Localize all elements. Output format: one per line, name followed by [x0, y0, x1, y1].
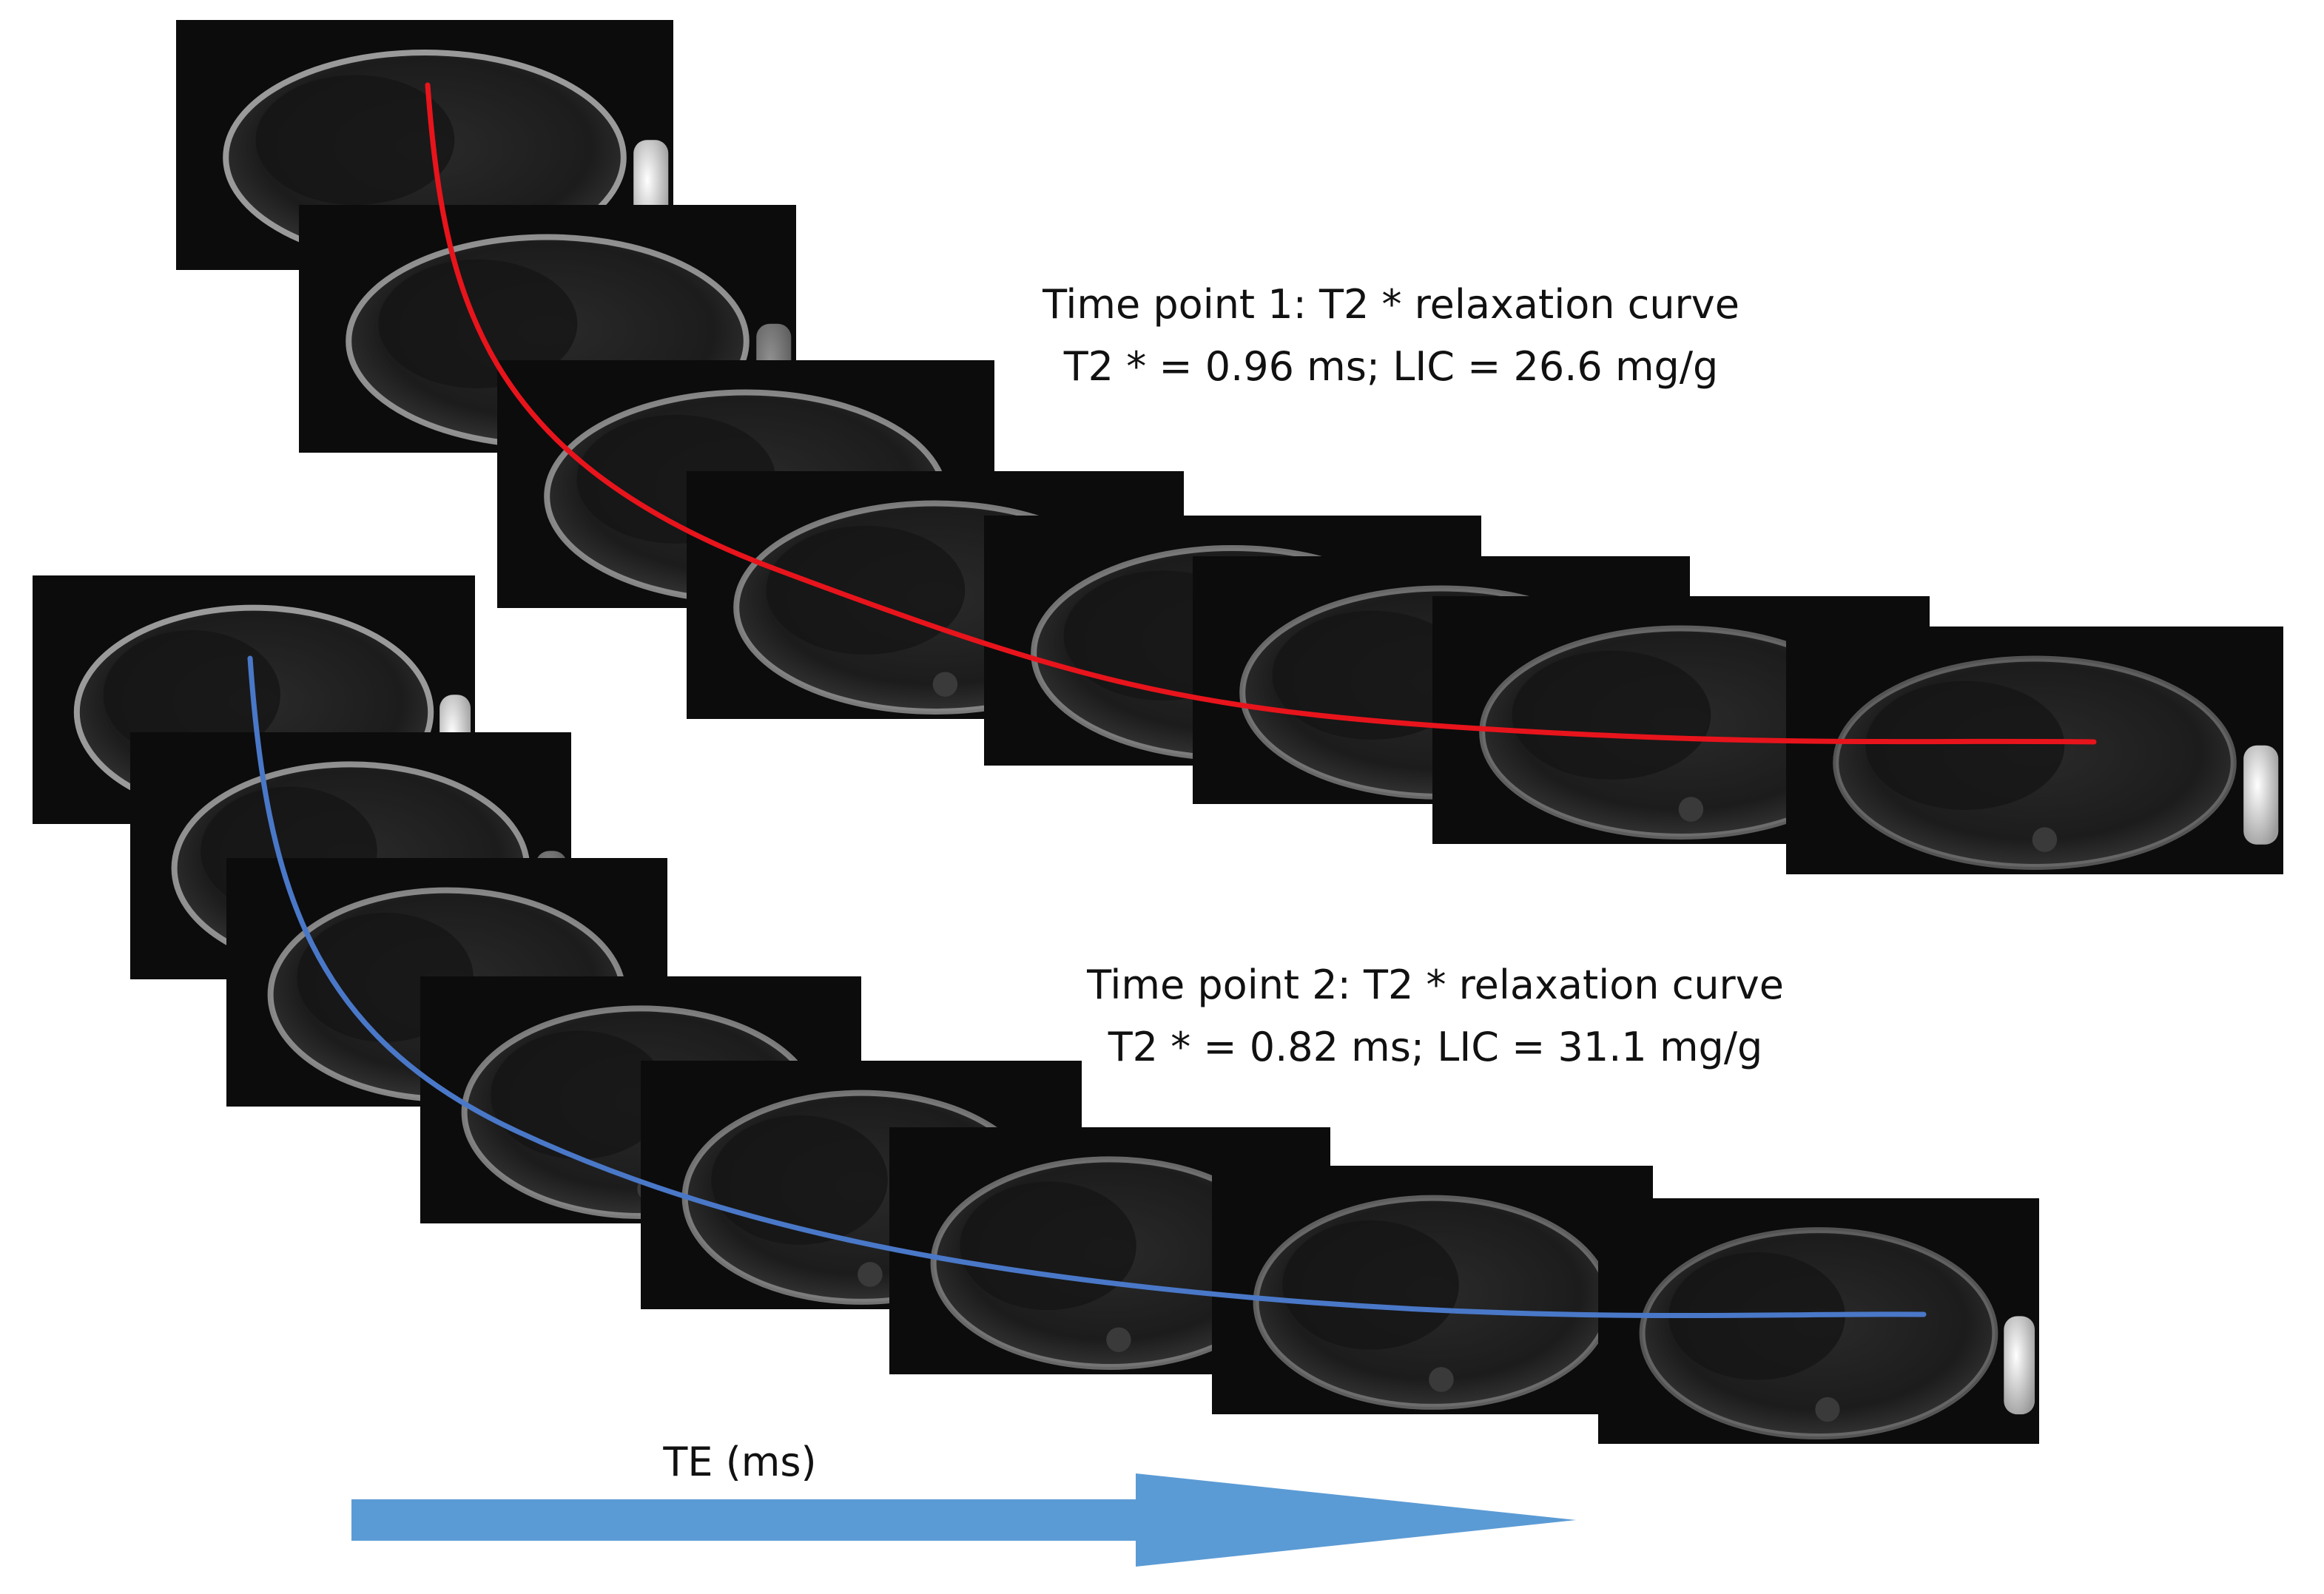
liver-region	[960, 1181, 1136, 1311]
te-axis-arrow	[351, 1473, 1576, 1567]
spine-region	[932, 672, 958, 697]
timepoint-1-caption: Time point 1: T2 * relaxation curve T2 *…	[984, 274, 1798, 398]
liver-region	[491, 1030, 667, 1160]
timepoint-1-mri-frame	[1786, 627, 2283, 874]
timepoint-1-values: T2 * = 0.96 ms; LIC = 26.6 mg/g	[1063, 343, 1719, 390]
timepoint-2-mri-frame	[1212, 1166, 1653, 1414]
timepoint-2-image-series	[33, 575, 2039, 1444]
timepoint-1-relaxation-curve	[425, 82, 2097, 745]
reference-phantom	[2243, 745, 2279, 845]
liver-region	[1282, 1220, 1459, 1350]
timepoint-2-caption: Time point 2: T2 * relaxation curve T2 *…	[1028, 954, 1842, 1078]
spine-region	[1678, 797, 1704, 822]
spine-region	[1106, 1327, 1131, 1352]
timepoint-1-title: Time point 1: T2 * relaxation curve	[1043, 281, 1739, 328]
liver-region	[103, 629, 280, 760]
liver-region	[255, 75, 455, 206]
liver-region	[1512, 650, 1711, 780]
spine-region	[1429, 1367, 1454, 1392]
liver-region	[766, 525, 966, 655]
liver-region	[1865, 681, 2065, 810]
te-axis-label: TE (ms)	[663, 1439, 817, 1485]
timepoint-2-mri-frame	[1598, 1198, 2039, 1444]
spine-region	[858, 1262, 883, 1287]
spine-region	[2032, 827, 2058, 852]
liver-region	[1272, 610, 1472, 740]
timepoint-2-values: T2 * = 0.82 ms; LIC = 31.1 mg/g	[1108, 1024, 1763, 1070]
spine-region	[1815, 1397, 1840, 1422]
reference-phantom	[2004, 1316, 2035, 1415]
timepoint-2-relaxation-curve	[247, 655, 1927, 1319]
liver-region	[711, 1115, 888, 1245]
timepoint-2-title: Time point 2: T2 * relaxation curve	[1087, 962, 1784, 1008]
